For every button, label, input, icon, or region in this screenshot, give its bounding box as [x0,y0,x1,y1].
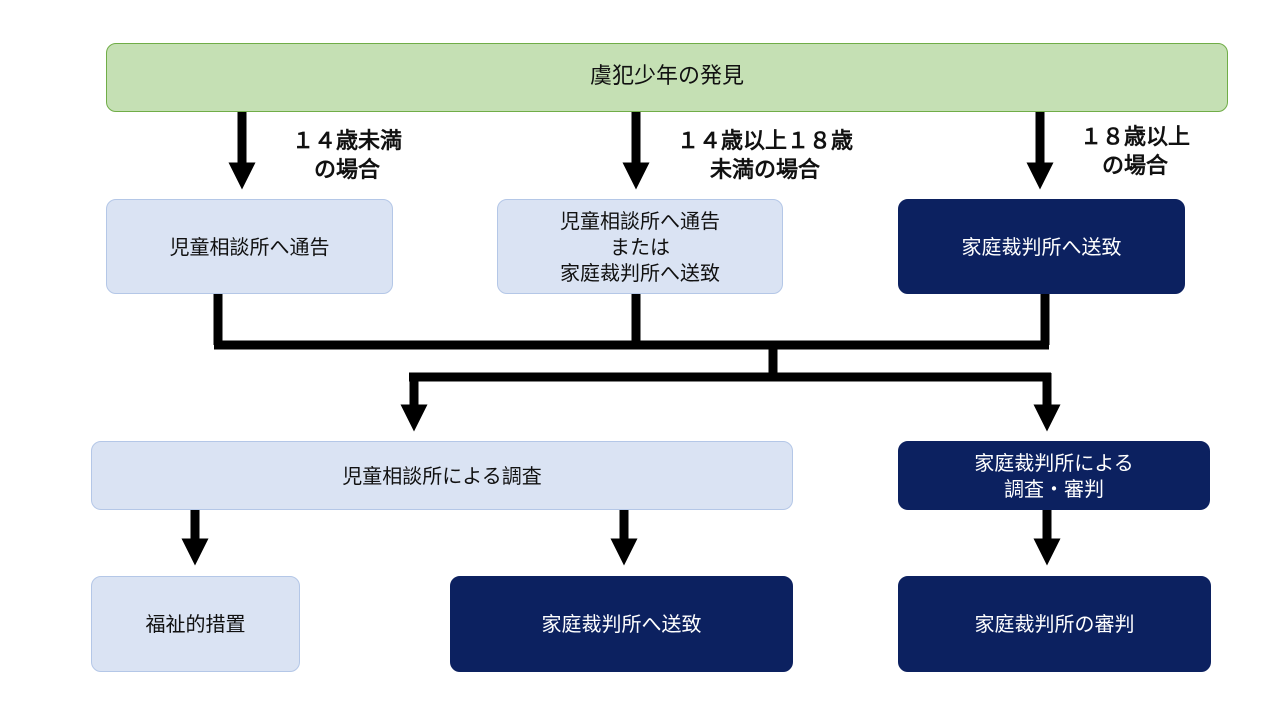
label-under14: １４歳未満 の場合 [291,129,402,183]
box-send-family-court: 家庭裁判所へ送致 [898,199,1185,294]
label-14to18: １４歳以上１８歳 未満の場合 [676,129,853,183]
label-over18: １８歳以上 の場合 [1079,125,1190,179]
box-court-judgment: 家庭裁判所の審判 [898,576,1211,672]
top-box: 虞犯少年の発見 [106,43,1228,112]
box-court-investigation: 家庭裁判所による 調査・審判 [898,441,1210,510]
box-child-center-investigation: 児童相談所による調査 [91,441,793,510]
box-notify-or-send: 児童相談所へ通告 または 家庭裁判所へ送致 [497,199,783,294]
box-notify-child-center: 児童相談所へ通告 [106,199,393,294]
box-send-to-court: 家庭裁判所へ送致 [450,576,793,672]
box-welfare-measures: 福祉的措置 [91,576,300,672]
